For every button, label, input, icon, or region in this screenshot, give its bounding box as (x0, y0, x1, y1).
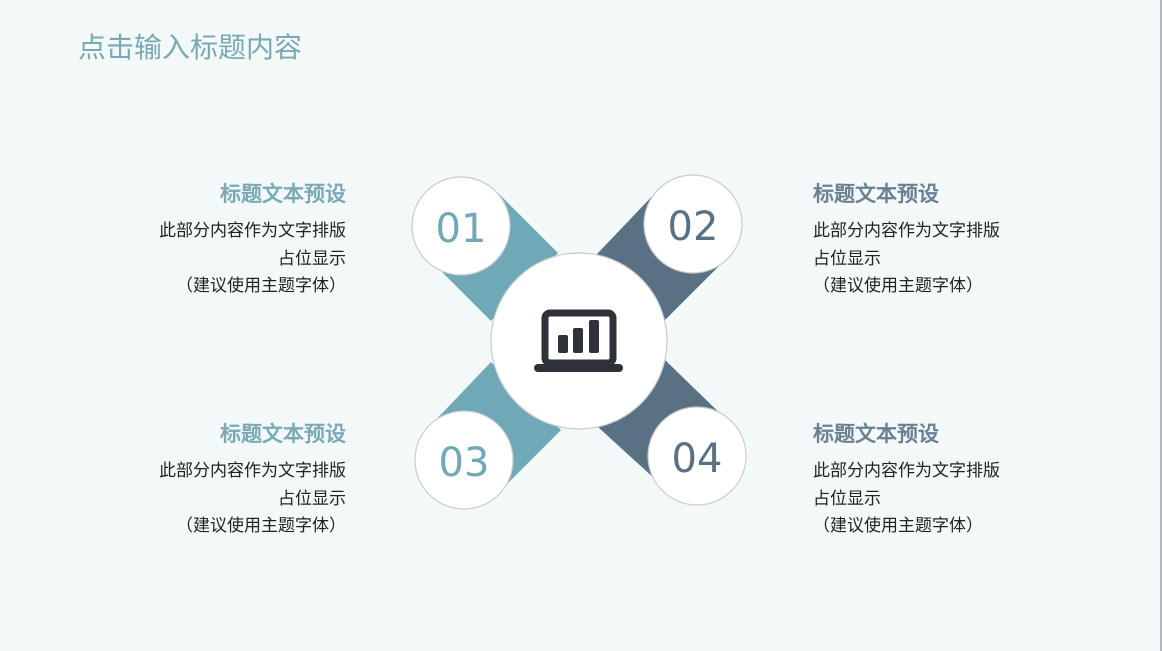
node-03-number: 03 (439, 440, 490, 486)
block-line: 此部分内容作为文字排版 (159, 221, 346, 241)
block-line: （建议使用主题字体） (176, 276, 346, 296)
block-line: 此部分内容作为文字排版 (813, 461, 1000, 481)
node-02-number: 02 (668, 204, 719, 250)
block-line: 此部分内容作为文字排版 (159, 461, 346, 481)
block-body: 此部分内容作为文字排版 占位显示 （建议使用主题字体） (813, 218, 1053, 301)
block-heading: 标题文本预设 (220, 181, 346, 206)
block-line: 占位显示 (278, 248, 346, 269)
node-04[interactable]: 04 (647, 406, 747, 506)
text-block-02[interactable]: 标题文本预设 此部分内容作为文字排版 占位显示 （建议使用主题字体） (813, 180, 1053, 301)
block-line: 此部分内容作为文字排版 (813, 221, 1000, 241)
block-line: 占位显示 (813, 248, 881, 269)
block-heading: 标题文本预设 (813, 421, 939, 446)
slide-edge-border (1160, 0, 1162, 651)
block-line: 占位显示 (813, 488, 881, 509)
block-heading: 标题文本预设 (813, 181, 939, 206)
block-line: （建议使用主题字体） (813, 276, 983, 296)
laptop-chart-icon (534, 309, 623, 372)
node-03[interactable]: 03 (414, 410, 514, 510)
node-01-number: 01 (436, 206, 487, 252)
block-line: （建议使用主题字体） (813, 516, 983, 536)
block-body: 此部分内容作为文字排版 占位显示 （建议使用主题字体） (106, 458, 346, 541)
text-block-04[interactable]: 标题文本预设 此部分内容作为文字排版 占位显示 （建议使用主题字体） (813, 420, 1053, 541)
node-02[interactable]: 02 (643, 174, 743, 274)
slide-title[interactable]: 点击输入标题内容 (78, 31, 303, 64)
block-line: （建议使用主题字体） (176, 516, 346, 536)
text-block-01[interactable]: 标题文本预设 此部分内容作为文字排版 占位显示 （建议使用主题字体） (106, 180, 346, 301)
block-heading: 标题文本预设 (220, 421, 346, 446)
block-body: 此部分内容作为文字排版 占位显示 （建议使用主题字体） (813, 458, 1053, 541)
node-01[interactable]: 01 (411, 176, 511, 276)
node-04-number: 04 (672, 436, 723, 482)
text-block-03[interactable]: 标题文本预设 此部分内容作为文字排版 占位显示 （建议使用主题字体） (106, 420, 346, 541)
block-line: 占位显示 (278, 488, 346, 509)
block-body: 此部分内容作为文字排版 占位显示 （建议使用主题字体） (106, 218, 346, 301)
